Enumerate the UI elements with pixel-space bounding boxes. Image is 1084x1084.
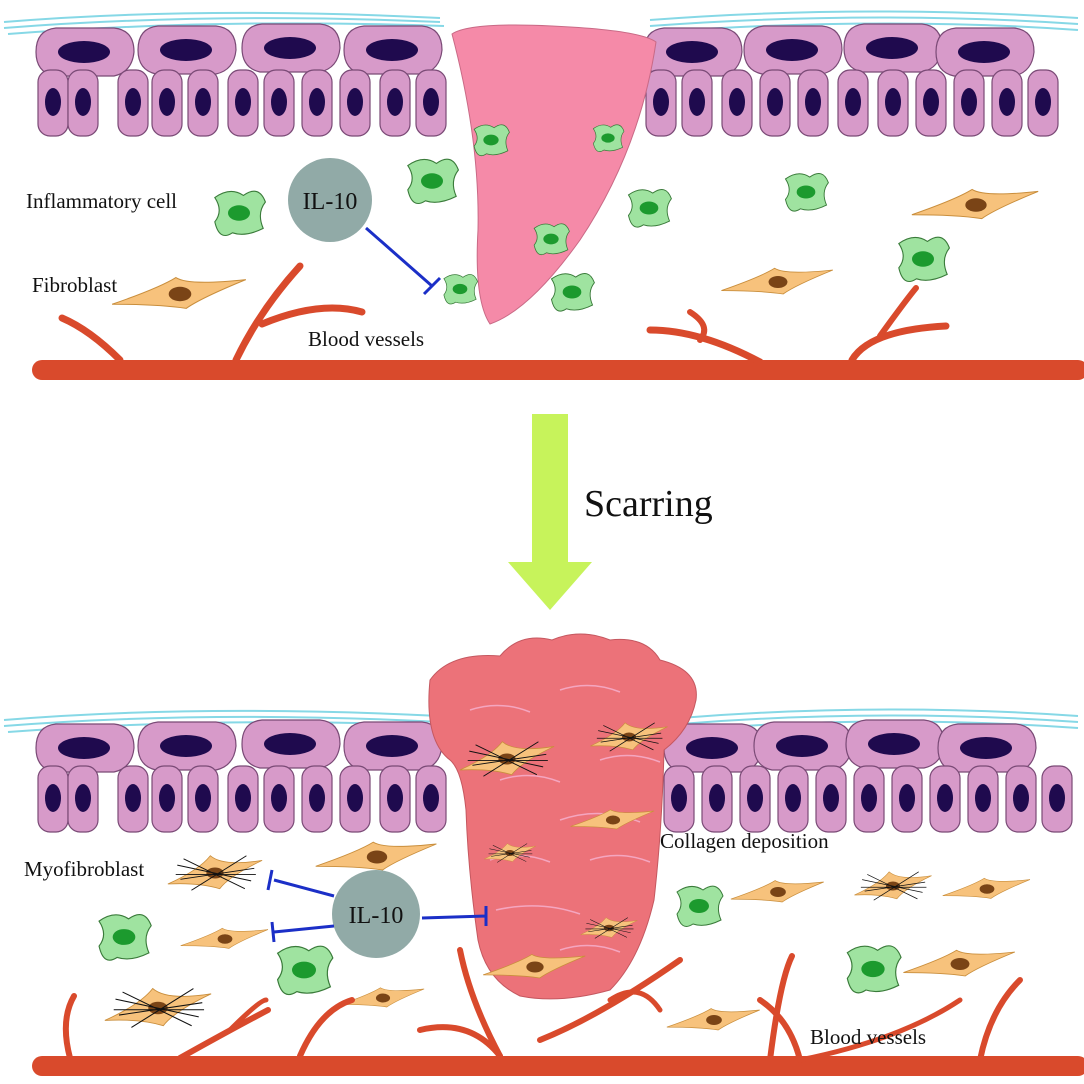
scar [428, 633, 697, 1000]
myofibroblast-label: Myofibroblast [24, 857, 144, 881]
inflammatory-cell [592, 124, 625, 153]
top-panel: IL-10 Inflammatory cell Fibroblast Blood… [3, 10, 1084, 380]
inflammatory-cell [443, 273, 479, 305]
epidermis-top-right [643, 23, 1059, 137]
inflammatory-cell [533, 223, 570, 256]
inflammatory-cell [784, 172, 830, 212]
collagen-fibers [469, 684, 661, 953]
blood-vessels-bottom [32, 947, 1084, 1076]
inflammatory-cell [473, 124, 510, 157]
scarring-label: Scarring [584, 483, 713, 525]
inhibition-line [365, 226, 442, 296]
fibroblast [730, 879, 825, 903]
inflammatory-cell [846, 945, 902, 994]
inflammatory-cell [407, 158, 459, 205]
fibroblast [666, 1007, 761, 1031]
down-arrow [508, 414, 592, 610]
inflammatory-cell-label: Inflammatory cell [26, 189, 177, 213]
epidermis-bottom-left [35, 719, 447, 833]
inflammatory-cell [550, 272, 595, 312]
fibroblast [902, 949, 1016, 977]
collagen-deposition-label: Collagen deposition [660, 829, 829, 853]
bottom-panel: IL-10 Myofibroblast Collagen deposition … [3, 633, 1084, 1076]
stratum-corneum-bottom [3, 708, 1079, 733]
fibroblast [111, 276, 247, 309]
fibroblast [315, 841, 438, 871]
fibroblast [720, 267, 834, 295]
il10-top: IL-10 [288, 158, 442, 296]
inflammatory-cell [627, 188, 673, 228]
blood-vessels-label: Blood vessels [308, 327, 424, 351]
inflammatory-cell [676, 885, 724, 928]
il10-bottom: IL-10 [266, 869, 488, 958]
il10-label: IL-10 [349, 903, 404, 929]
myofibroblast [853, 870, 933, 902]
scarring-transition: Scarring [508, 414, 713, 610]
fibroblast-label: Fibroblast [32, 273, 117, 297]
blood-vessels-top [32, 262, 1084, 380]
inflammatory-cell [98, 913, 152, 961]
inhibition-lines [266, 869, 488, 943]
epidermis-top-left [35, 23, 447, 137]
il10-label: IL-10 [303, 189, 358, 215]
fibroblast [911, 188, 1039, 220]
epidermis-bottom-right [663, 719, 1073, 833]
fibroblast [180, 927, 269, 950]
blood-vessels-label: Blood vessels [810, 1025, 926, 1049]
fibroblast [942, 877, 1031, 900]
inflammatory-cell [898, 236, 950, 283]
inflammatory-cell [214, 190, 266, 237]
myofibroblast [167, 855, 263, 891]
wound [451, 24, 657, 325]
inflammatory-cell [277, 945, 334, 996]
myofibroblast [104, 987, 212, 1029]
